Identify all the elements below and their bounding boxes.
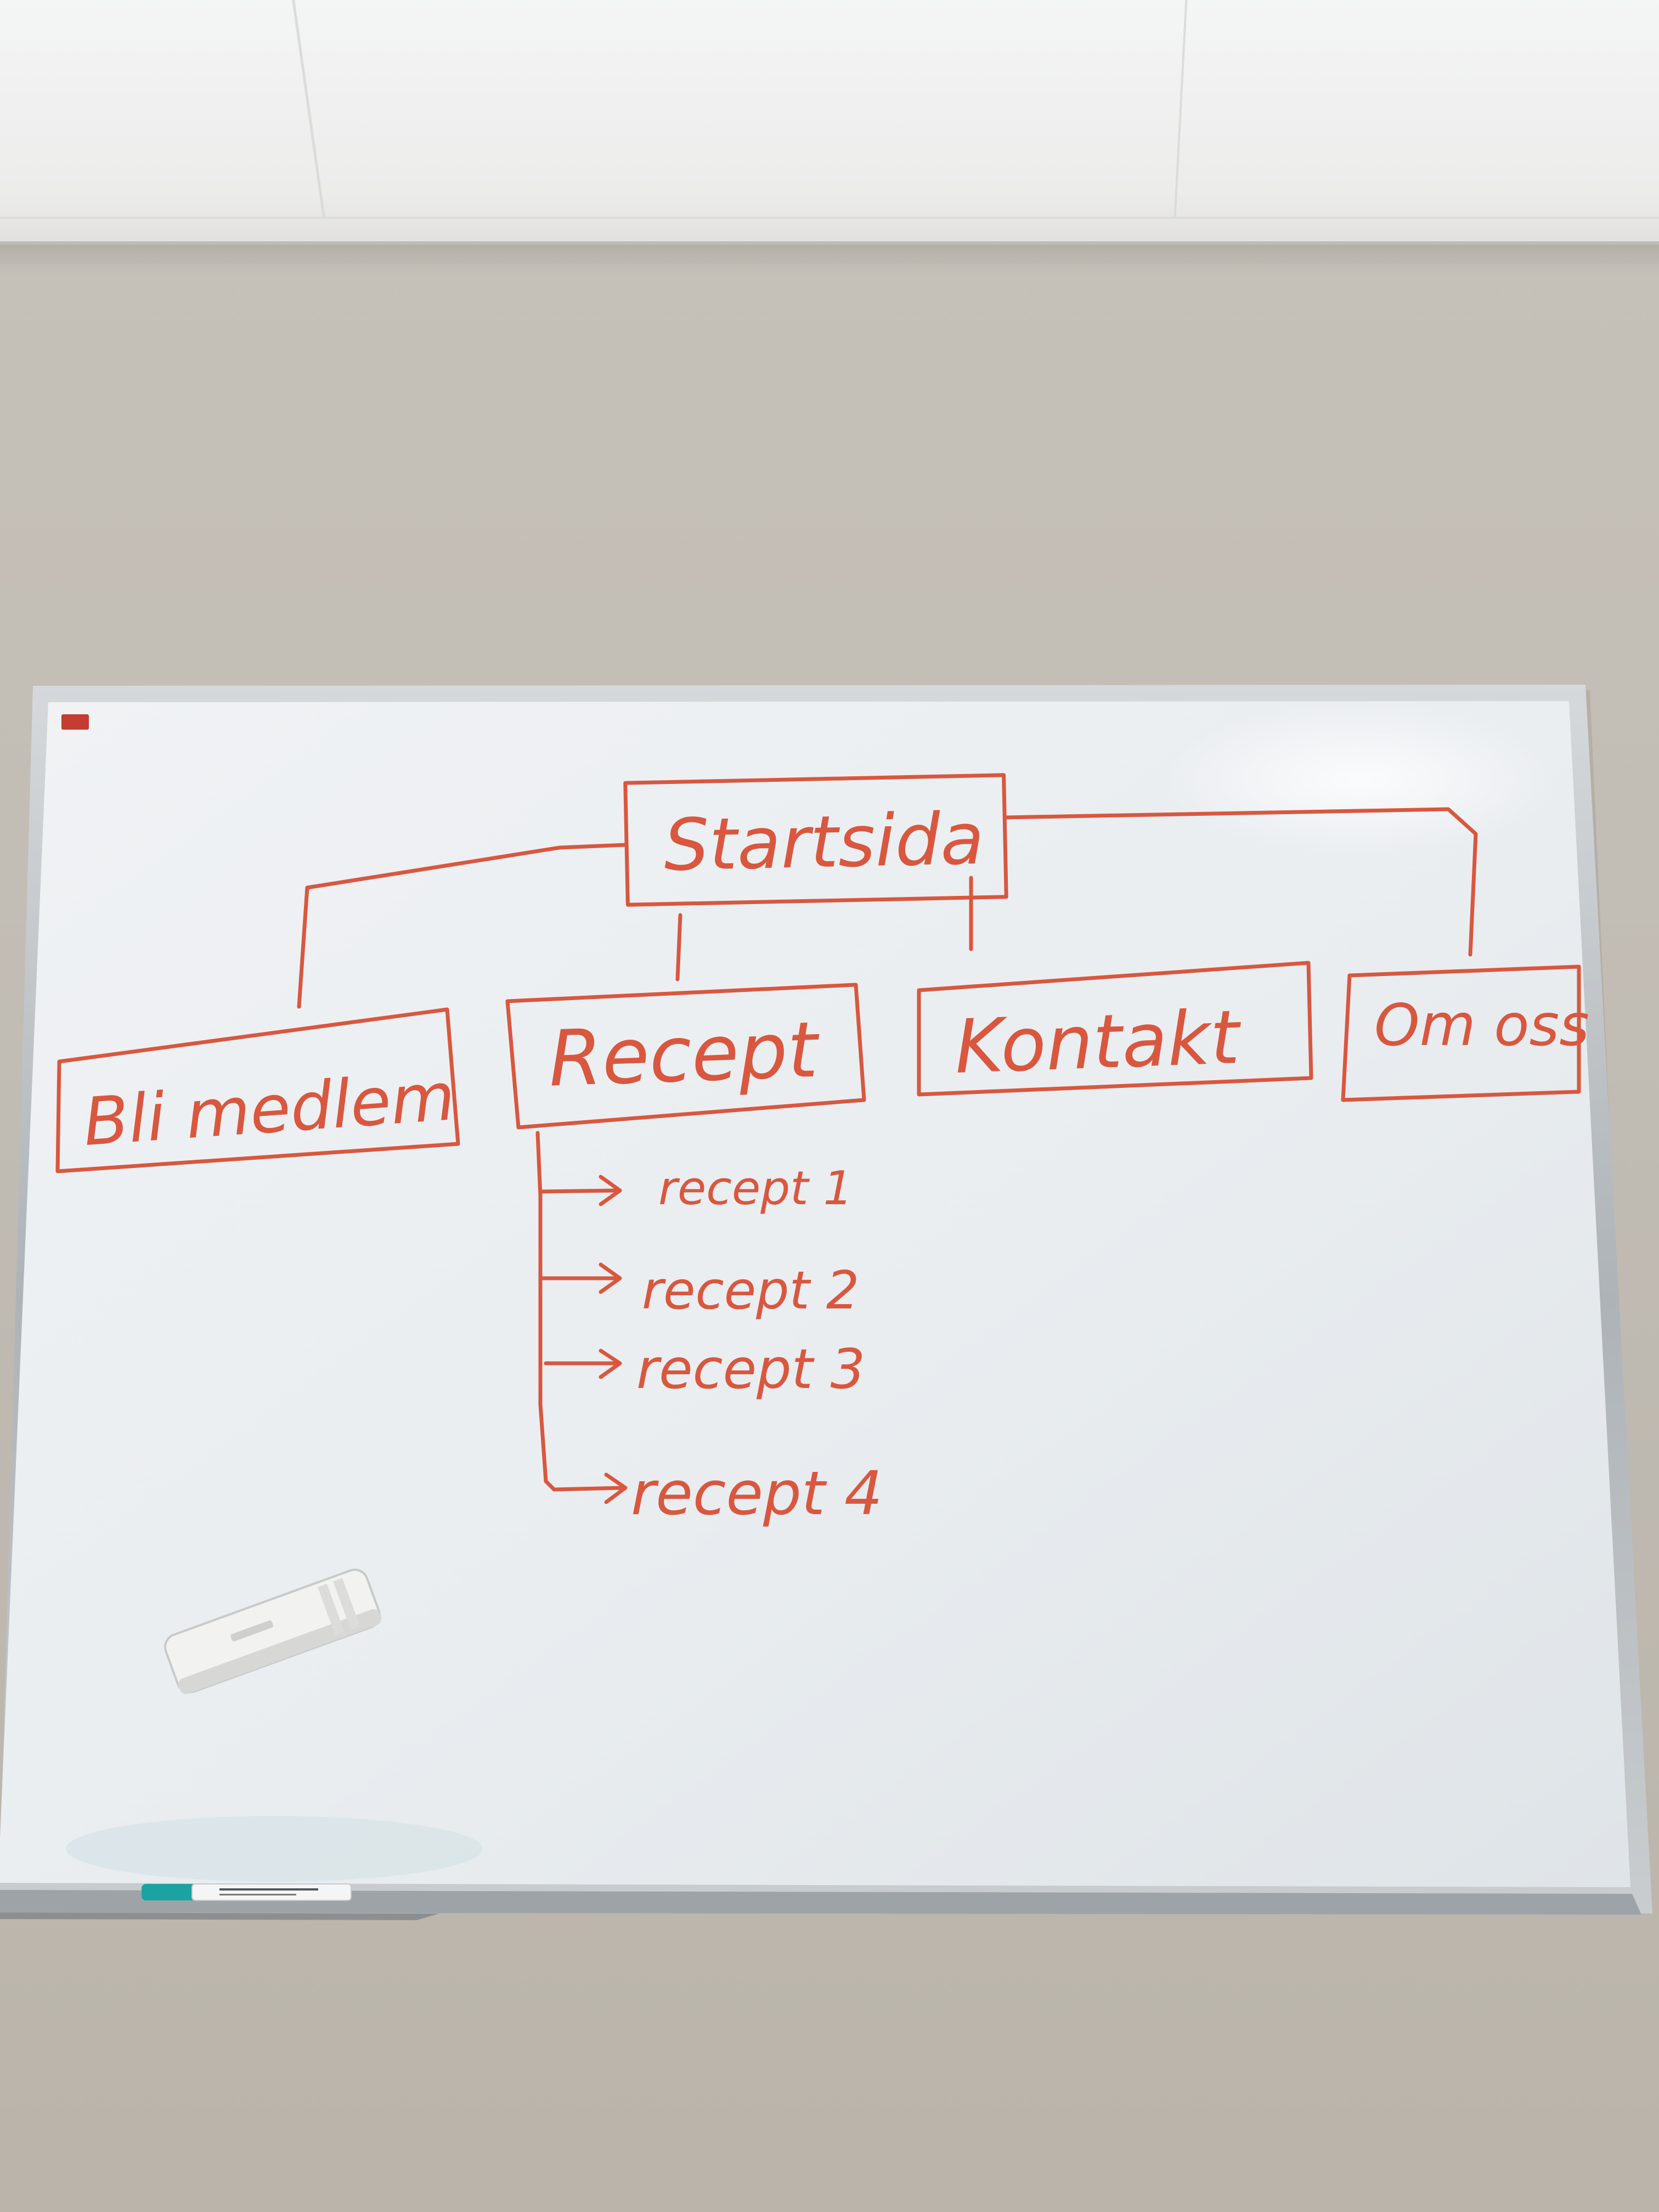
marker-cap bbox=[142, 1884, 196, 1900]
box-om-oss-outline bbox=[1341, 964, 1581, 1102]
board-surface bbox=[0, 701, 1630, 1887]
label-recept: Recept bbox=[547, 1005, 822, 1104]
wall-shadow bbox=[0, 241, 1659, 274]
label-recept-4: recept 4 bbox=[631, 1458, 883, 1528]
arrow-recept-4 bbox=[552, 1472, 628, 1504]
box-recept-outline bbox=[505, 983, 866, 1130]
marker-print bbox=[219, 1888, 318, 1891]
tray-ledge bbox=[0, 1912, 439, 1920]
sitemap-diagram bbox=[55, 773, 1581, 1504]
marker-tray bbox=[0, 1890, 1641, 1915]
connector-recept bbox=[675, 913, 682, 981]
label-kontakt: Kontakt bbox=[953, 994, 1244, 1090]
light-glare bbox=[1163, 702, 1558, 856]
label-recept-1: recept 1 bbox=[658, 1161, 853, 1216]
eraser bbox=[164, 1568, 382, 1694]
arrow-recept-2 bbox=[541, 1262, 622, 1294]
label-om-oss: Om oss bbox=[1374, 992, 1589, 1059]
brand-label-logo bbox=[61, 714, 89, 730]
smudge bbox=[66, 1816, 483, 1882]
label-recept-2: recept 2 bbox=[642, 1261, 859, 1321]
label-recept-3: recept 3 bbox=[636, 1337, 865, 1401]
box-bli-medlem-outline bbox=[55, 1007, 460, 1173]
arrow-recept-1 bbox=[538, 1175, 622, 1206]
connector-bli-medlem bbox=[297, 843, 628, 1009]
recept-subtree-trunk bbox=[535, 1131, 556, 1492]
connector-om-oss bbox=[1005, 807, 1478, 957]
box-kontakt-outline bbox=[917, 961, 1313, 1097]
ceiling bbox=[0, 0, 1659, 245]
marker-body bbox=[191, 1883, 352, 1901]
root-label: Startsida bbox=[663, 797, 985, 887]
arrow-recept-3 bbox=[544, 1348, 622, 1379]
ceiling-seam-horizontal bbox=[0, 217, 1659, 219]
